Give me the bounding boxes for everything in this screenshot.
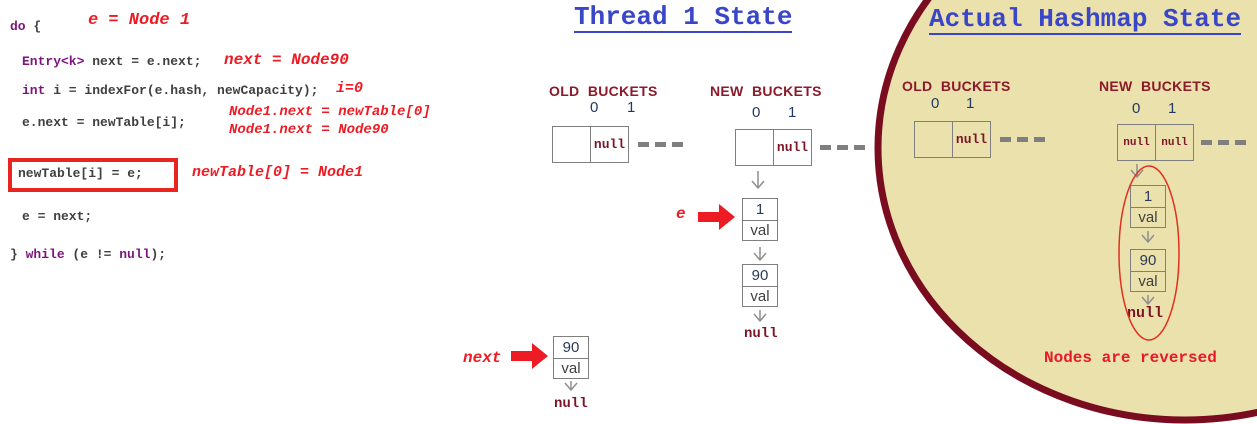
code-line-do: do { bbox=[10, 19, 41, 34]
thread1-new-buckets-label: NEW BUCKETS bbox=[710, 83, 822, 99]
thread1-title: Thread 1 State bbox=[574, 2, 793, 34]
node-val: val bbox=[1130, 207, 1166, 228]
code-text: { bbox=[25, 19, 42, 34]
bucket-cell-0 bbox=[735, 129, 774, 166]
annotation-node1-next-node90: Node1.next = Node90 bbox=[229, 122, 389, 138]
highlight-box bbox=[8, 158, 178, 192]
code-keyword: null bbox=[119, 247, 151, 262]
null-value: null bbox=[593, 137, 626, 152]
code-text: i = indexFor(e.hash, newCapacity); bbox=[45, 83, 319, 98]
code-line-entry-next: Entry<k> next = e.next; bbox=[22, 54, 201, 69]
node-val: val bbox=[553, 358, 589, 379]
actual-new-buckets-label: NEW BUCKETS bbox=[1099, 78, 1211, 94]
bucket-index-0: 0 bbox=[1132, 100, 1141, 117]
annotation-node1-next-newtable: Node1.next = newTable[0] bbox=[229, 104, 431, 120]
code-text: } bbox=[10, 247, 26, 262]
annotation-e-node1: e = Node 1 bbox=[88, 11, 191, 30]
null-value: null bbox=[776, 140, 809, 155]
node-val: val bbox=[742, 220, 778, 241]
code-keyword: Entry<k> bbox=[22, 54, 85, 69]
node-key: 1 bbox=[742, 198, 778, 221]
down-arrow-icon bbox=[1130, 163, 1144, 185]
node-key: 90 bbox=[1130, 249, 1166, 272]
null-value: null bbox=[1161, 136, 1188, 149]
nodes-reversed-note: Nodes are reversed bbox=[1044, 349, 1217, 367]
down-arrow-icon bbox=[1141, 231, 1155, 249]
annotation-next-node90: next = Node90 bbox=[224, 51, 349, 69]
actual-old-buckets-label: OLD BUCKETS bbox=[902, 78, 1011, 94]
e-pointer-label: e bbox=[676, 205, 686, 223]
bucket-cell-0: null bbox=[1117, 124, 1156, 161]
actual-old-buckets-array: null bbox=[914, 121, 991, 158]
node-1: 1 val bbox=[742, 198, 778, 241]
bucket-cell-1: null bbox=[952, 121, 991, 158]
actual-state-title: Actual Hashmap State bbox=[929, 4, 1242, 36]
down-arrow-icon bbox=[753, 246, 767, 268]
null-value: null bbox=[955, 132, 988, 147]
bucket-index-1: 1 bbox=[788, 104, 797, 121]
code-text: ); bbox=[150, 247, 167, 262]
code-line-indexfor: int i = indexFor(e.hash, newCapacity); bbox=[22, 83, 318, 98]
annotation-newtable0-node1: newTable[0] = Node1 bbox=[192, 164, 364, 181]
thread1-new-buckets-array: null bbox=[735, 129, 812, 166]
chain-null-terminator: null bbox=[744, 326, 778, 342]
bucket-index-0: 0 bbox=[752, 104, 761, 121]
node-key: 1 bbox=[1130, 185, 1166, 208]
bucket-index-1: 1 bbox=[966, 95, 975, 112]
bucket-cell-1: null bbox=[590, 126, 629, 163]
continuation-dashes-icon bbox=[1201, 140, 1246, 145]
null-value: null bbox=[1123, 136, 1150, 149]
next-node-90: 90 val bbox=[553, 336, 589, 379]
next-pointer-arrow-icon bbox=[511, 342, 549, 370]
bucket-index-1: 1 bbox=[627, 99, 636, 116]
chain-null-terminator: null bbox=[554, 396, 588, 412]
node-key: 90 bbox=[553, 336, 589, 359]
node-val: val bbox=[1130, 271, 1166, 292]
bucket-cell-0 bbox=[914, 121, 953, 158]
code-text: next = e.next; bbox=[84, 54, 202, 69]
node-key: 90 bbox=[742, 264, 778, 287]
code-line-enext-assign: e.next = newTable[i]; bbox=[22, 115, 186, 130]
bucket-cell-0 bbox=[552, 126, 591, 163]
annotation-i-0: i=0 bbox=[336, 80, 364, 97]
code-keyword: do bbox=[10, 19, 26, 34]
code-line-e-next: e = next; bbox=[22, 209, 93, 224]
node-90: 90 val bbox=[742, 264, 778, 307]
down-arrow-icon bbox=[751, 170, 765, 196]
continuation-dashes-icon bbox=[1000, 137, 1045, 142]
continuation-dashes-icon bbox=[638, 142, 683, 147]
code-keyword: int bbox=[22, 83, 46, 98]
thread1-old-buckets-label: OLD BUCKETS bbox=[549, 83, 658, 99]
chain-null-terminator: null bbox=[1127, 305, 1164, 322]
e-pointer-arrow-icon bbox=[698, 203, 736, 231]
bucket-cell-1: null bbox=[773, 129, 812, 166]
down-arrow-icon bbox=[753, 310, 767, 328]
next-pointer-label: next bbox=[463, 349, 502, 367]
node-90: 90 val bbox=[1130, 249, 1166, 292]
bucket-index-1: 1 bbox=[1168, 100, 1177, 117]
actual-new-buckets-array: null null bbox=[1117, 124, 1194, 161]
code-line-newtable-assign: newTable[i] = e; bbox=[18, 166, 143, 181]
bucket-index-0: 0 bbox=[931, 95, 940, 112]
code-text: (e != bbox=[64, 247, 120, 262]
code-line-while: } while (e != null); bbox=[10, 247, 166, 262]
code-keyword: while bbox=[25, 247, 65, 262]
node-1: 1 val bbox=[1130, 185, 1166, 228]
bucket-cell-1: null bbox=[1155, 124, 1194, 161]
bucket-index-0: 0 bbox=[590, 99, 599, 116]
thread1-old-buckets-array: null bbox=[552, 126, 629, 163]
down-arrow-icon bbox=[564, 381, 578, 397]
continuation-dashes-icon bbox=[820, 145, 865, 150]
node-val: val bbox=[742, 286, 778, 307]
